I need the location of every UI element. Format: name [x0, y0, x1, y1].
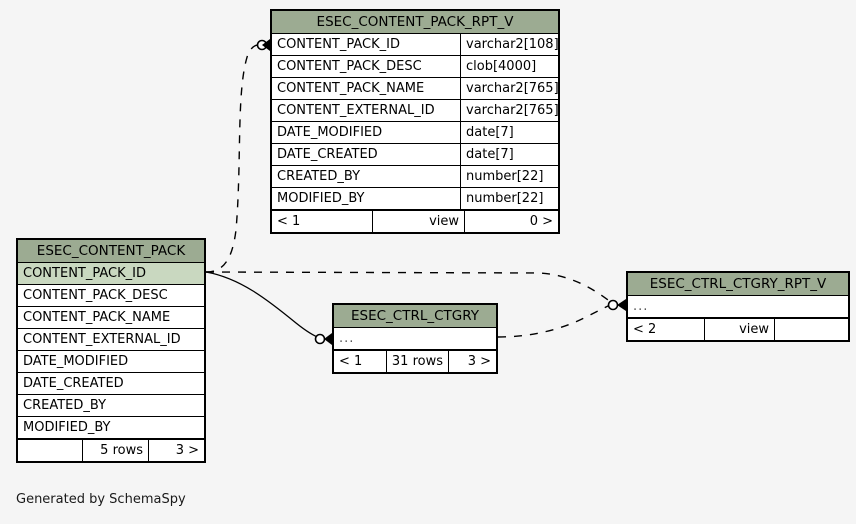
table-title: ESEC_CONTENT_PACK_RPT_V	[272, 11, 558, 34]
column-name: CONTENT_PACK_ID	[23, 266, 146, 281]
footer-child-count[interactable]: 0 >	[464, 211, 558, 232]
table-row[interactable]: DATE_CREATED	[18, 373, 204, 395]
column-name: CONTENT_PACK_ID	[277, 37, 400, 52]
footer-row-count: view	[704, 319, 774, 340]
edge-ctrl-ctgry-to-ctrl-ctgry-rpt-v	[497, 304, 611, 338]
table-row[interactable]: CREATED_BY number[22]	[272, 166, 558, 188]
diagram-caption: Generated by SchemaSpy	[16, 492, 186, 507]
table-row[interactable]: MODIFIED_BY	[18, 417, 204, 439]
column-type: number[22]	[460, 166, 558, 187]
column-type: number[22]	[460, 188, 558, 209]
table-row[interactable]: DATE_MODIFIED	[18, 351, 204, 373]
edge-content-pack-to-ctrl-ctgry	[205, 271, 321, 339]
table-row-primary-key[interactable]: CONTENT_PACK_ID	[18, 263, 204, 285]
footer-child-count[interactable]	[774, 319, 848, 340]
table-row[interactable]: CREATED_BY	[18, 395, 204, 417]
table-footer: 5 rows 3 >	[18, 439, 204, 461]
table-row-collapsed[interactable]: ...	[628, 296, 848, 318]
column-type: date[7]	[460, 122, 558, 143]
table-row[interactable]: MODIFIED_BY number[22]	[272, 188, 558, 210]
footer-child-count[interactable]: 3 >	[148, 440, 204, 461]
table-row[interactable]: CONTENT_PACK_DESC	[18, 285, 204, 307]
footer-child-count[interactable]: 3 >	[448, 351, 496, 372]
footer-parent-count[interactable]	[18, 440, 82, 461]
table-row-collapsed[interactable]: ...	[334, 328, 496, 350]
column-type: varchar2[765]	[460, 78, 558, 99]
footer-parent-count[interactable]: < 1	[277, 214, 301, 229]
connector-ctrl-ctgry	[314, 333, 332, 345]
table-esec-content-pack-rpt-v[interactable]: ESEC_CONTENT_PACK_RPT_V CONTENT_PACK_ID …	[270, 9, 560, 234]
column-name: DATE_CREATED	[277, 147, 378, 162]
column-name: CREATED_BY	[277, 169, 361, 184]
table-title: ESEC_CTRL_CTGRY	[334, 305, 496, 328]
table-row[interactable]: CONTENT_EXTERNAL_ID	[18, 329, 204, 351]
connector-ctrl-ctgry-rpt-v	[607, 299, 626, 311]
table-row[interactable]: CONTENT_EXTERNAL_ID varchar2[765]	[272, 100, 558, 122]
column-name: ...	[633, 299, 649, 314]
footer-parent-count[interactable]: < 1	[339, 354, 363, 369]
table-row[interactable]: CONTENT_PACK_ID varchar2[108]	[272, 34, 558, 56]
footer-row-count: view	[372, 211, 464, 232]
table-row[interactable]: DATE_MODIFIED date[7]	[272, 122, 558, 144]
footer-row-count: 31 rows	[386, 351, 448, 372]
table-footer: < 2 view	[628, 318, 848, 340]
footer-parent-count[interactable]: < 2	[633, 322, 657, 337]
column-name: MODIFIED_BY	[277, 191, 365, 206]
footer-row-count: 5 rows	[82, 440, 148, 461]
column-name: DATE_MODIFIED	[23, 354, 129, 369]
column-name: CONTENT_PACK_DESC	[277, 59, 422, 74]
column-name: CONTENT_PACK_NAME	[23, 310, 171, 325]
column-name: MODIFIED_BY	[23, 420, 111, 435]
column-name: DATE_MODIFIED	[277, 125, 383, 140]
table-title: ESEC_CTRL_CTGRY_RPT_V	[628, 273, 848, 296]
column-name: DATE_CREATED	[23, 376, 124, 391]
table-row[interactable]: CONTENT_PACK_NAME varchar2[765]	[272, 78, 558, 100]
column-name: CONTENT_PACK_DESC	[23, 288, 168, 303]
edge-content-pack-to-ctrl-ctgry-rpt-v	[205, 271, 609, 301]
column-name: CREATED_BY	[23, 398, 107, 413]
edge-content-pack-to-rpt-v	[205, 44, 259, 273]
table-row[interactable]: DATE_CREATED date[7]	[272, 144, 558, 166]
column-name: CONTENT_EXTERNAL_ID	[277, 103, 435, 118]
column-type: varchar2[765]	[460, 100, 558, 121]
table-footer: < 1 view 0 >	[272, 210, 558, 232]
table-row[interactable]: CONTENT_PACK_DESC clob[4000]	[272, 56, 558, 78]
table-footer: < 1 31 rows 3 >	[334, 350, 496, 372]
table-esec-ctrl-ctgry-rpt-v[interactable]: ESEC_CTRL_CTGRY_RPT_V ... < 2 view	[626, 271, 850, 342]
column-name: CONTENT_PACK_NAME	[277, 81, 425, 96]
table-esec-content-pack[interactable]: ESEC_CONTENT_PACK CONTENT_PACK_ID CONTEN…	[16, 238, 206, 463]
column-type: clob[4000]	[460, 56, 558, 77]
table-row[interactable]: CONTENT_PACK_NAME	[18, 307, 204, 329]
column-name: ...	[339, 331, 355, 346]
column-type: date[7]	[460, 144, 558, 165]
column-type: varchar2[108]	[460, 34, 558, 55]
table-esec-ctrl-ctgry[interactable]: ESEC_CTRL_CTGRY ... < 1 31 rows 3 >	[332, 303, 498, 374]
column-name: CONTENT_EXTERNAL_ID	[23, 332, 181, 347]
table-title: ESEC_CONTENT_PACK	[18, 240, 204, 263]
